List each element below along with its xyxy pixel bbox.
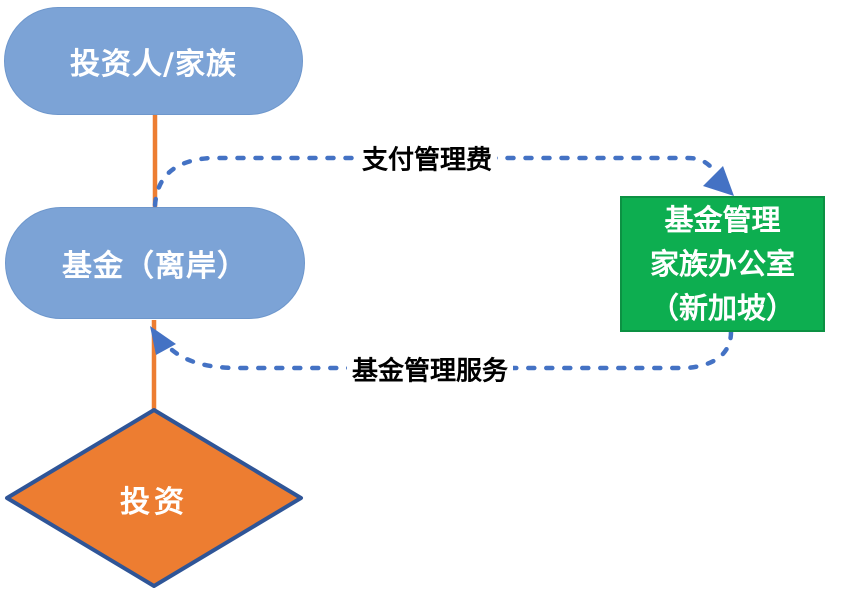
edge-label-fund-management-service: 基金管理服务 xyxy=(346,350,514,388)
arrowhead-into-manager xyxy=(703,166,734,196)
node-investment-label: 投资 xyxy=(120,485,188,520)
arrowhead-into-fund xyxy=(150,326,176,355)
node-offshore-fund-label: 基金（离岸） xyxy=(62,249,248,284)
node-investor-family: 投资人/家族 xyxy=(4,7,303,115)
node-fund-manager-line-1: 基金管理 xyxy=(664,203,781,237)
edge-pay-management-fee-line xyxy=(152,155,715,208)
node-fund-manager-family-office: 基金管理 家族办公室 （新加坡） xyxy=(620,196,825,332)
edge-label-pay-management-fee: 支付管理费 xyxy=(356,139,498,177)
node-fund-manager-line-3: （新加坡） xyxy=(649,291,795,325)
node-fund-manager-line-2: 家族办公室 xyxy=(649,247,795,281)
node-investment-diamond xyxy=(5,408,303,588)
node-offshore-fund: 基金（离岸） xyxy=(5,207,305,319)
node-investor-family-label: 投资人/家族 xyxy=(70,47,237,82)
